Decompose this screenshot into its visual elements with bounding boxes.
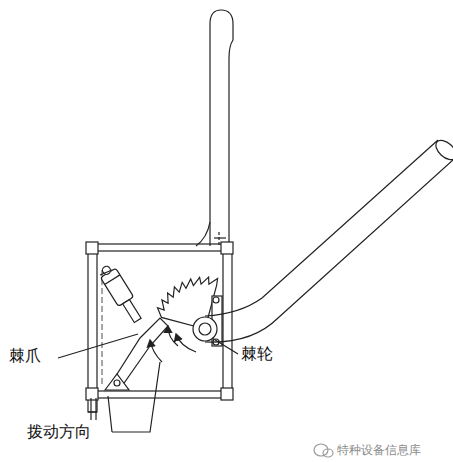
part-label: 棘爪 [8, 346, 42, 365]
watermark-icon [314, 444, 333, 457]
watermark: 特种设备信息库 [336, 443, 422, 457]
hidden-line [102, 270, 103, 385]
direction-arrow [150, 340, 162, 362]
direction-arrow [176, 334, 196, 352]
direction-label: 拨动方向 [26, 422, 92, 441]
leader-line [212, 338, 238, 354]
leader-line [58, 334, 138, 358]
frame-top-bar [88, 244, 232, 251]
direction-arrow [168, 326, 178, 346]
pawl [112, 318, 168, 386]
corner-block [221, 388, 233, 400]
leader-line [108, 396, 112, 432]
part-label: 棘轮 [240, 344, 274, 363]
hub [193, 317, 217, 341]
corner-block [86, 242, 98, 254]
pawl-pivot [105, 374, 129, 390]
handle-end [432, 137, 453, 163]
frame-right-post [223, 244, 232, 399]
inclined-handle [205, 140, 438, 316]
pivot-pin [114, 380, 120, 386]
pawl-cylinder [97, 262, 146, 325]
post-extension [95, 398, 96, 420]
leader-line [112, 362, 160, 432]
cylinder-mount [100, 270, 112, 275]
bolt [213, 297, 219, 303]
hub-bore [199, 323, 211, 335]
frame-left-post [88, 244, 97, 412]
frame-bottom-bar [88, 391, 232, 398]
post-extension [90, 398, 91, 420]
pin-mark [214, 237, 226, 238]
vertical-handle [210, 10, 233, 246]
corner-block [221, 242, 233, 254]
handle-fillet [196, 222, 210, 246]
inclined-handle [205, 160, 453, 342]
